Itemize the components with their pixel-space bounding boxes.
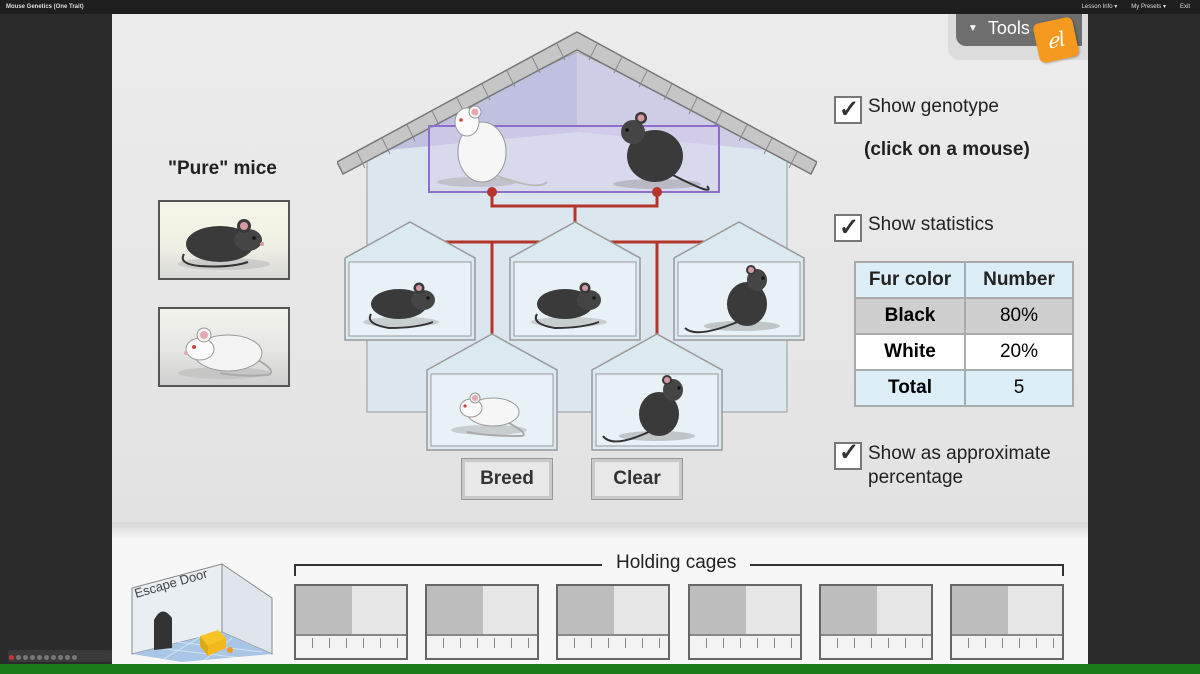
holding-cage-3[interactable] [556, 584, 670, 660]
show-statistics-checkbox[interactable] [834, 213, 862, 242]
row-label-white: White [854, 333, 966, 371]
show-genotype-checkbox[interactable] [834, 95, 862, 124]
click-hint: (click on a mouse) [864, 139, 1030, 160]
escape-door[interactable]: Escape Door [122, 558, 282, 662]
offspring-cage-3[interactable] [673, 221, 805, 341]
clear-button[interactable]: Clear [591, 458, 683, 500]
el-logo-icon: ℯl [1032, 16, 1080, 64]
row-value-total: 5 [964, 369, 1074, 407]
pure-mice-title: "Pure" mice [168, 158, 277, 179]
header-fur-color: Fur color [854, 261, 966, 299]
bottom-status-bar [0, 664, 1200, 674]
left-margin [0, 0, 112, 674]
row-value-white: 20% [964, 333, 1074, 371]
black-mouse-icon [178, 219, 270, 270]
white-mouse-icon [178, 327, 272, 379]
holding-cage-4[interactable] [688, 584, 802, 660]
media-controls[interactable] [8, 650, 112, 662]
offspring-cage-4[interactable] [426, 333, 558, 451]
holding-cage-6[interactable] [950, 584, 1064, 660]
row-label-black: Black [854, 297, 966, 335]
table-row: Total 5 [854, 369, 1074, 407]
window-title: Mouse Genetics (One Trait) [6, 4, 84, 10]
show-genotype-option[interactable]: Show genotype [834, 95, 999, 124]
simulation-stage: Escape Door Holding cages ▼ Tools ℯl "Pur… [112, 14, 1088, 664]
offspring-cage-2[interactable] [509, 221, 641, 341]
show-approx-checkbox[interactable] [834, 441, 862, 470]
right-margin [1088, 0, 1200, 674]
row-label-total: Total [854, 369, 966, 407]
table-header-row: Fur color Number [854, 261, 1074, 299]
menu-my-presets[interactable]: My Presets ▾ [1131, 4, 1166, 10]
statistics-table: Fur color Number Black 80% White 20% Tot… [854, 261, 1074, 407]
show-statistics-option[interactable]: Show statistics [834, 213, 994, 242]
menu-lesson-info[interactable]: Lesson Info ▾ [1081, 4, 1118, 10]
holding-cage-1[interactable] [294, 584, 408, 660]
pure-white-mouse[interactable] [158, 307, 290, 387]
parent-white-mouse[interactable] [437, 105, 548, 187]
triangle-down-icon: ▼ [968, 23, 978, 35]
header-number: Number [964, 261, 1074, 299]
holding-cage-5[interactable] [819, 584, 933, 660]
menu-exit[interactable]: Exit [1179, 4, 1190, 10]
offspring-cage-1[interactable] [344, 221, 476, 341]
holding-cages-label: Holding cages [602, 552, 751, 574]
pure-black-mouse[interactable] [158, 200, 290, 280]
breeding-house [337, 31, 817, 451]
area-divider [112, 522, 1088, 538]
window-titlebar: Mouse Genetics (One Trait) Lesson Info ▾… [0, 0, 1200, 14]
breed-button[interactable]: Breed [461, 458, 553, 500]
top-menu: Lesson Info ▾ My Presets ▾ Exit [1082, 0, 1190, 14]
show-statistics-label: Show statistics [868, 214, 994, 235]
table-row: White 20% [854, 333, 1074, 371]
row-value-black: 80% [964, 297, 1074, 335]
table-row: Black 80% [854, 297, 1074, 335]
holding-cage-2[interactable] [425, 584, 539, 660]
holding-area: Escape Door Holding cages [112, 538, 1088, 664]
show-genotype-label: Show genotype [868, 96, 999, 117]
parent-black-mouse[interactable] [613, 112, 710, 191]
offspring-cage-5[interactable] [591, 333, 723, 451]
tools-label: Tools [987, 18, 1030, 38]
